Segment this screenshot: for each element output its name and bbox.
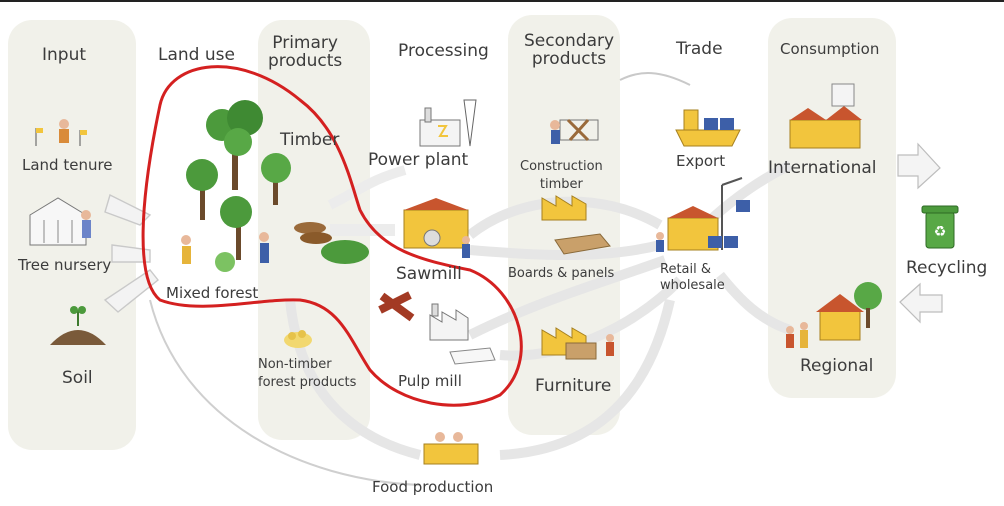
header-secondary-products: Secondary products [524,31,615,69]
label-pulp-mill: Pulp mill [398,372,462,390]
soil-icon [50,306,106,345]
international-icon [789,83,862,149]
retail-wholesale-icon [656,177,750,252]
header-primary-products: Primary products [268,33,343,71]
secondary-band [508,15,620,435]
sawmill-icon [403,198,470,258]
label-retail-wholesale: Retail & wholesale [660,262,725,293]
svg-text:♻: ♻ [934,224,947,240]
label-furniture: Furniture [535,376,612,396]
label-boards-panels: Boards & panels [508,266,615,281]
recycle-arrows [897,142,943,324]
header-consumption: Consumption [780,40,880,58]
label-mixed-forest: Mixed forest [166,284,259,302]
recycling-bin-icon: ♻ [921,205,959,249]
furniture-icon [541,327,614,360]
boards-panels-icon [541,195,611,255]
land-tenure-icon [35,119,87,146]
non-timber-icon [284,330,312,348]
regional-icon [786,282,882,348]
label-regional: Regional [800,356,874,376]
flow-ribbons [103,72,793,486]
label-soil: Soil [62,368,93,388]
food-production-icon [423,432,479,465]
label-recycling: Recycling [906,258,988,278]
label-timber: Timber [280,130,340,150]
label-food-production: Food production [372,478,494,496]
header-trade: Trade [676,39,723,59]
label-export: Export [676,152,726,170]
export-ship-icon [675,109,741,147]
header-input: Input [42,45,87,65]
label-international: International [768,158,877,178]
label-power-plant: Power plant [368,150,469,170]
power-plant-icon [419,99,477,147]
label-sawmill: Sawmill [396,264,462,284]
label-tree-nursery: Tree nursery [18,256,112,274]
mixed-forest-icon [181,100,369,272]
highlight-outline [141,65,523,407]
label-non-timber: Non-timber forest products [258,357,357,390]
header-processing: Processing [398,41,489,61]
label-land-tenure: Land tenure [22,156,113,174]
header-land-use: Land use [158,45,235,65]
label-construction-timber: Construction timber [520,159,603,192]
construction-timber-icon [550,118,599,144]
tree-nursery-icon [29,197,91,246]
pulp-mill-icon [378,291,496,365]
